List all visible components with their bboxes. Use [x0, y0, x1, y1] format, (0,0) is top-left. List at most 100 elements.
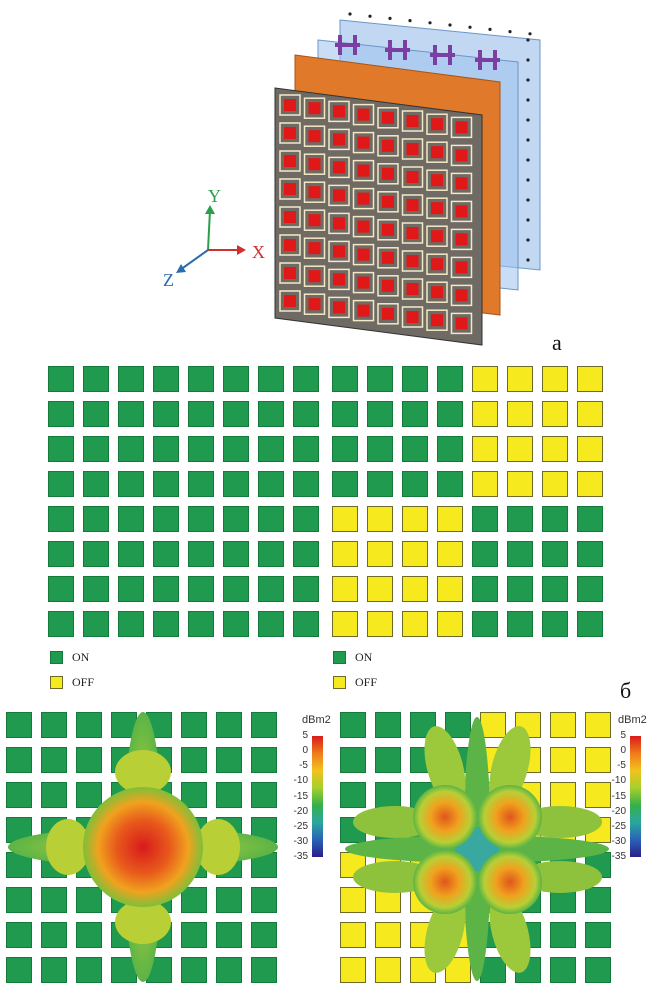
- unit-cell-off: [367, 576, 393, 602]
- patch-ring: [279, 290, 301, 312]
- unit-cell-on: [251, 712, 277, 738]
- unit-cell-on: [48, 611, 74, 637]
- legend-label-off: OFF: [355, 675, 378, 689]
- unit-cell-on: [181, 922, 207, 948]
- unit-cell-on: [153, 506, 179, 532]
- unit-cell-off: [542, 436, 568, 462]
- unit-cell-on: [437, 471, 463, 497]
- patch-element: [357, 304, 370, 317]
- patch-element: [406, 311, 419, 323]
- unit-cell-on: [118, 506, 144, 532]
- patch-element: [431, 286, 443, 299]
- unit-cell-on: [507, 611, 533, 637]
- patch-element: [406, 199, 419, 211]
- unit-cell-on: [585, 922, 611, 948]
- unit-cell-on: [188, 401, 214, 427]
- patch-ring: [279, 262, 301, 284]
- patch-ring: [450, 228, 473, 251]
- unit-cell-on: [251, 922, 277, 948]
- unit-cell-off: [507, 471, 533, 497]
- scattering-pattern-four-beams: [345, 717, 609, 981]
- unit-cell-on: [223, 541, 249, 567]
- unit-cell-on: [6, 957, 32, 983]
- unit-cell-off: [375, 957, 401, 983]
- patch-element: [357, 220, 370, 233]
- via-dot: [508, 30, 512, 34]
- unit-cell-on: [367, 471, 393, 497]
- unit-cell-on: [6, 887, 32, 913]
- patch-ring: [377, 303, 399, 325]
- patch-element: [431, 174, 443, 187]
- unit-cell-on: [507, 541, 533, 567]
- unit-cell-on: [76, 747, 102, 773]
- unit-cell-on: [216, 887, 242, 913]
- unit-cell-on: [251, 782, 277, 808]
- panel-b-label: б: [620, 678, 632, 703]
- patch-ring: [328, 268, 350, 291]
- unit-cell-on: [181, 712, 207, 738]
- patch-ring: [328, 296, 350, 319]
- unit-cell-on: [181, 782, 207, 808]
- via-dot: [526, 138, 530, 142]
- patch-ring: [303, 293, 326, 315]
- colorbar-tick-label: -35: [611, 851, 626, 862]
- patch-element: [406, 115, 419, 127]
- unit-cell-off: [585, 782, 611, 808]
- patch-element: [284, 127, 296, 139]
- colorbar-tick-label: -20: [293, 805, 308, 817]
- patch-element: [284, 295, 296, 307]
- patch-ring: [401, 222, 424, 244]
- unit-cell-off: [367, 541, 393, 567]
- patch-ring: [279, 150, 301, 172]
- patch-ring: [303, 181, 326, 203]
- unit-cell-on: [223, 506, 249, 532]
- unit-cell-on: [41, 747, 67, 773]
- patch-element: [406, 283, 419, 295]
- patch-ring: [303, 265, 326, 287]
- panel-a: Y X Z a: [0, 0, 651, 360]
- colorbar-tick-label: -5: [299, 760, 308, 772]
- unit-cell-on: [153, 366, 179, 392]
- patch-element: [308, 186, 321, 199]
- unit-cell-on: [48, 436, 74, 462]
- unit-cell-off: [437, 576, 463, 602]
- unit-cell-on: [6, 922, 32, 948]
- via-dot: [368, 14, 372, 18]
- unit-cell-on: [223, 611, 249, 637]
- patch-element: [382, 167, 394, 180]
- colorbar-tick-label: -15: [293, 790, 308, 802]
- unit-cell-on: [153, 401, 179, 427]
- unit-cell-on: [188, 366, 214, 392]
- legend-swatch-on: [50, 651, 63, 664]
- patch-element: [308, 102, 321, 115]
- unit-cell-on: [293, 611, 319, 637]
- patch-element: [284, 267, 296, 279]
- patch-ring: [426, 253, 448, 275]
- patch-ring: [426, 169, 448, 191]
- unit-cell-on: [118, 541, 144, 567]
- unit-cell-on: [542, 506, 568, 532]
- unit-cell-on: [402, 471, 428, 497]
- legend-label-on: ON: [355, 650, 373, 664]
- patch-ring: [303, 125, 326, 147]
- unit-cell-off: [402, 541, 428, 567]
- patch-ring: [279, 122, 301, 144]
- patch-ring: [426, 281, 448, 303]
- patch-element: [357, 164, 370, 177]
- unit-cell-on: [153, 471, 179, 497]
- patch-element: [455, 177, 468, 190]
- legend-right-on: ON: [333, 650, 372, 665]
- y-axis-label: Y: [208, 186, 221, 206]
- colorbar-tick-label: 0: [620, 745, 626, 757]
- unit-cell-on: [48, 576, 74, 602]
- unit-cell-on: [375, 712, 401, 738]
- unit-cell-on: [83, 541, 109, 567]
- via-dot: [526, 58, 530, 62]
- unit-cell-off: [402, 611, 428, 637]
- unit-cell-on: [83, 401, 109, 427]
- patch-ring: [377, 163, 399, 185]
- unit-cell-on: [118, 471, 144, 497]
- unit-cell-on: [118, 401, 144, 427]
